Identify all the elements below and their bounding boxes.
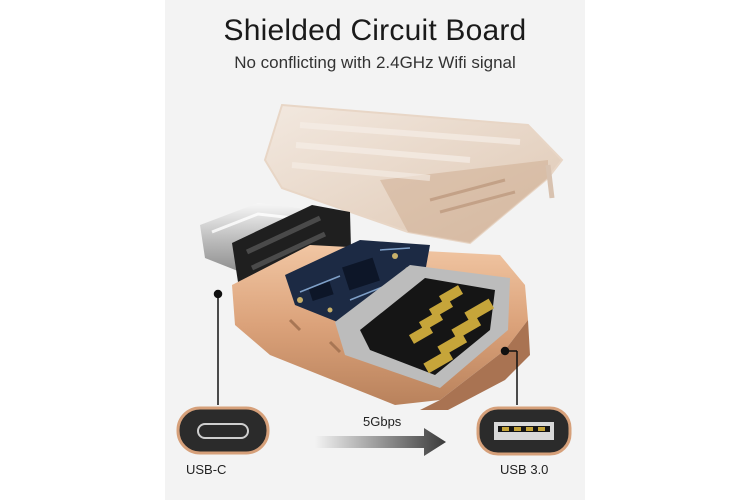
adapter-illustration <box>176 103 572 456</box>
usb-c-port-icon <box>176 406 270 455</box>
usb-c-label: USB-C <box>186 462 227 477</box>
usb-a-port-icon <box>476 406 572 456</box>
page-title: Shielded Circuit Board <box>223 14 527 47</box>
usb-a-port <box>335 265 510 388</box>
transfer-arrow-icon <box>315 428 446 456</box>
usb-3-label: USB 3.0 <box>500 462 549 477</box>
transfer-speed-label: 5Gbps <box>363 414 402 429</box>
page-subtitle: No conflicting with 2.4GHz Wifi signal <box>234 53 516 72</box>
callout-lines <box>213 289 518 405</box>
cover-lid <box>263 103 564 245</box>
